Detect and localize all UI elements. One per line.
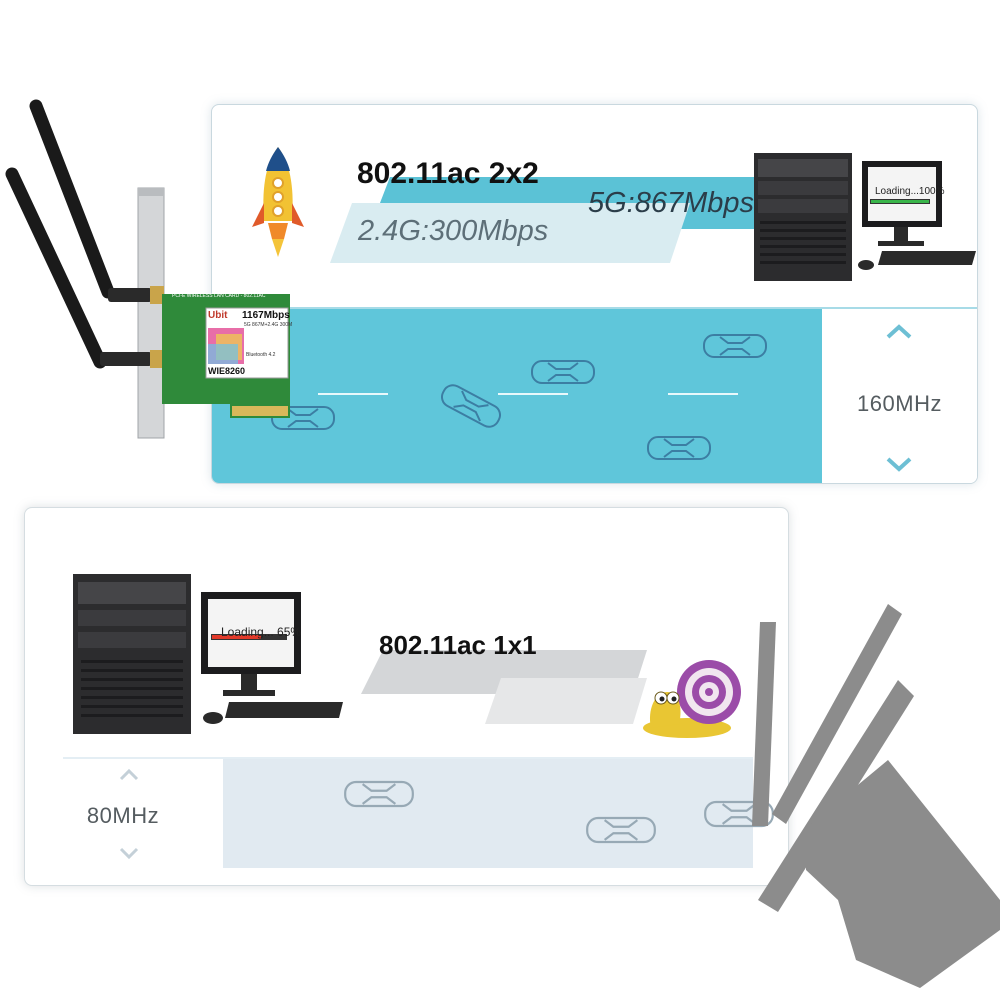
- car-icon: [434, 375, 508, 436]
- top-road-border: [212, 307, 977, 310]
- top-monitor-text: Loading...100%: [875, 186, 945, 197]
- top-standard-title: 802.11ac 2x2: [357, 157, 539, 190]
- chevron-down-icon: [822, 455, 977, 475]
- speed-5g-label: 5G:867Mbps: [588, 187, 755, 219]
- car-icon: [530, 355, 596, 389]
- bottom-monitor-text: Loading... 65%: [221, 625, 302, 639]
- top-road: [212, 309, 822, 483]
- speed-stripes: [330, 173, 800, 265]
- desktop-computer-bottom: [73, 574, 348, 736]
- bottom-standard-title: 802.11ac 1x1: [379, 630, 537, 660]
- chevron-down-icon: [63, 845, 223, 861]
- top-bandwidth-label: 160MHz: [857, 391, 942, 416]
- snail-icon: [639, 648, 749, 740]
- car-icon: [702, 329, 768, 363]
- card-header-text: PCI-E WIRELESS LAN CARD - 802.11AC: [172, 293, 266, 299]
- car-icon: [646, 431, 712, 465]
- card-brand: Ubit: [208, 310, 228, 321]
- bottom-panel: Loading... 65% 802.11ac 1x1: [24, 507, 789, 886]
- card-speed: 1167Mbps: [242, 310, 290, 321]
- top-panel: 802.11ac 2x2 5G:867Mbps 2.4G:300Mbps Loa…: [211, 104, 978, 484]
- bottom-road: [223, 759, 774, 868]
- chevron-up-icon: [63, 767, 223, 783]
- desktop-computer-top: [754, 147, 977, 287]
- lane-marking: [318, 393, 388, 395]
- lane-marking: [668, 393, 738, 395]
- chevron-up-icon: [822, 321, 977, 341]
- car-icon: [585, 811, 657, 849]
- card-sub-spec: 5G 867M+2.4G 300M: [244, 322, 293, 328]
- speed-24g-label: 2.4G:300Mbps: [358, 215, 549, 247]
- bottom-road-border: [63, 757, 753, 759]
- bottom-bandwidth-panel: 80MHz: [63, 759, 223, 868]
- car-icon: [343, 775, 415, 813]
- bottom-bandwidth-label: 80MHz: [86, 803, 160, 828]
- card-bluetooth: Bluetooth 4.2: [246, 352, 276, 358]
- speed-stripes-bottom: [361, 648, 651, 728]
- wifi-card-with-antennas: [0, 96, 300, 440]
- rocket-icon: [248, 143, 308, 261]
- lane-marking: [498, 393, 568, 395]
- wifi-card-silhouette: [738, 600, 1000, 992]
- card-model: WIE8260: [208, 366, 246, 376]
- top-bandwidth-panel: 160MHz: [822, 309, 977, 483]
